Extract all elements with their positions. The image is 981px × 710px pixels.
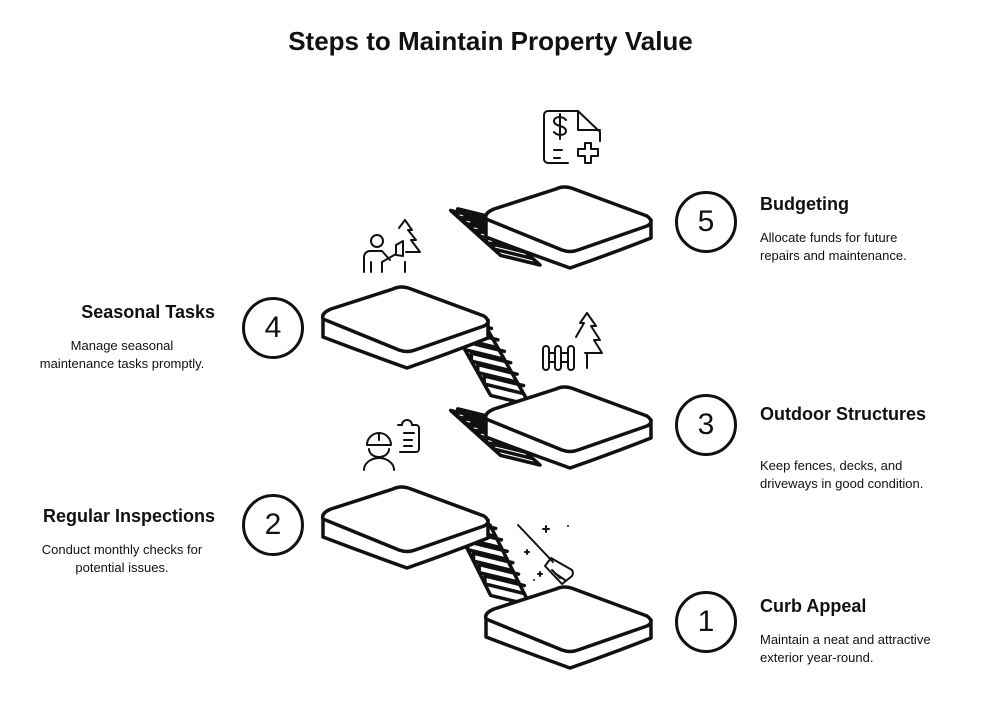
step-heading: Outdoor Structures: [760, 404, 927, 424]
step-4-label: Seasonal Tasks Manage seasonal maintenan…: [29, 302, 215, 373]
step-desc-line: Maintain a neat and attractive: [760, 632, 931, 647]
budget-document-icon: [543, 110, 601, 164]
inspector-clipboard-icon: [363, 419, 420, 471]
platform-3: [483, 385, 653, 454]
stair-step: [477, 562, 521, 584]
step-desc-line: repairs and maintenance.: [760, 248, 907, 263]
person-tree-icon: [363, 219, 421, 273]
step-desc-line: Allocate funds for future: [760, 230, 898, 245]
step-desc-line: exterior year-round.: [760, 650, 874, 665]
step-desc-line: Manage seasonal: [70, 338, 174, 353]
step-5-label: Budgeting Allocate funds for future repa…: [760, 194, 970, 265]
step-desc-line: Conduct monthly checks for: [41, 542, 203, 557]
platform-4: [320, 285, 490, 354]
broom-icon: [517, 524, 574, 585]
step-5-number: 5: [675, 191, 737, 253]
stair-step: [456, 207, 499, 229]
stair-step: [456, 407, 499, 429]
step-desc-line: driveways in good condition.: [760, 476, 924, 491]
platform-1: [483, 585, 653, 654]
step-3-number: 3: [675, 394, 737, 456]
step-heading: Curb Appeal: [760, 596, 867, 616]
fence-tree-icon: [542, 312, 603, 371]
step-heading: Budgeting: [760, 194, 849, 214]
step-desc-line: maintenance tasks promptly.: [39, 356, 205, 371]
stair-step: [483, 574, 527, 596]
step-4-number: 4: [242, 297, 304, 359]
stair-step: [482, 374, 526, 396]
stair-step: [476, 362, 519, 384]
step-desc-line: Keep fences, decks, and: [760, 458, 903, 473]
platform-2: [320, 485, 490, 554]
step-1-label: Curb Appeal Maintain a neat and attracti…: [760, 596, 970, 667]
step-2-number: 2: [242, 494, 304, 556]
platform-5: [483, 185, 653, 254]
step-heading: Regular Inspections: [42, 506, 215, 526]
step-3-label: Outdoor Structures Keep fences, decks, a…: [760, 404, 970, 493]
step-heading: Seasonal Tasks: [81, 302, 215, 322]
stair-step: [469, 351, 513, 373]
step-2-label: Regular Inspections Conduct monthly chec…: [29, 506, 215, 577]
stair-step: [471, 551, 515, 573]
page-title: Steps to Maintain Property Value: [288, 26, 693, 56]
step-desc-line: potential issues.: [75, 560, 169, 575]
step-1-number: 1: [675, 591, 737, 653]
